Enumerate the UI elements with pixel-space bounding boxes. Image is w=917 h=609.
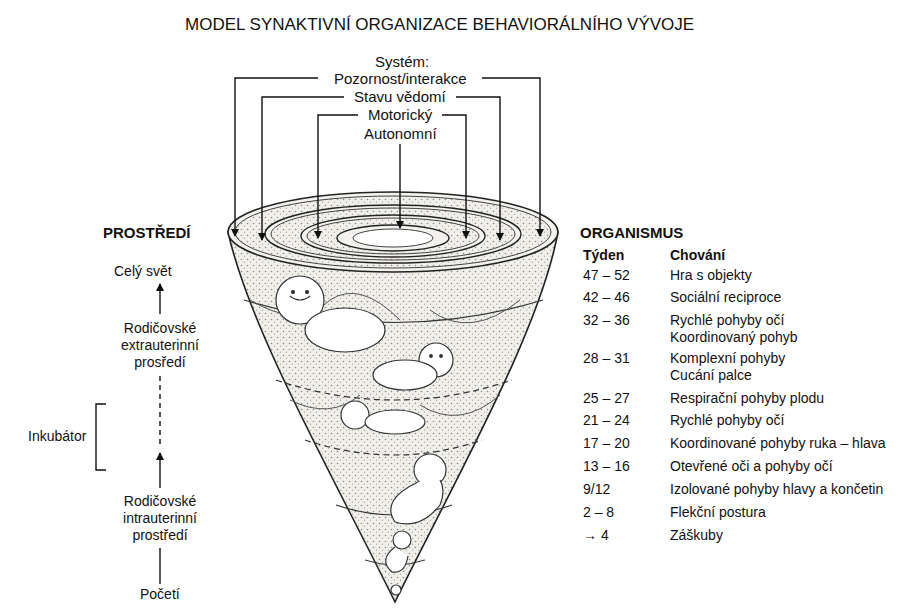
infant-figures (276, 276, 453, 595)
table-header: Týden (583, 247, 624, 264)
cone-body (228, 232, 558, 602)
system-rings (228, 192, 558, 272)
week-number: 21 – 24 (583, 412, 630, 429)
behavior-text: Koordinované pohyby ruka – hlava (670, 435, 886, 452)
environment-label: Inkubátor (28, 428, 86, 445)
week-number: 28 – 31 (583, 350, 630, 367)
behavior-text: Sociální reciproce (670, 289, 781, 306)
week-number: 47 – 52 (583, 267, 630, 284)
system-label: Motorický (368, 106, 432, 123)
column-heading: ORGANISMUS (580, 224, 683, 241)
behavior-text: Flekční postura (670, 504, 766, 521)
week-number: → 4 (583, 527, 609, 544)
table-header: Chování (670, 247, 725, 264)
environment-label: Celý svět (114, 263, 172, 280)
week-number: 17 – 20 (583, 435, 630, 452)
system-leader-lines (235, 78, 540, 240)
behavior-text: Záškuby (670, 527, 723, 544)
diagram-title: MODEL SYNAKTIVNÍ ORGANIZACE BEHAVIORÁLNÍ… (185, 16, 694, 33)
week-number: 42 – 46 (583, 289, 630, 306)
behavior-text: Komplexní pohyby Cucání palce (670, 350, 810, 384)
system-heading: Systém: (375, 53, 429, 70)
week-number: 32 – 36 (583, 312, 630, 329)
system-label: Autonomní (364, 125, 437, 142)
column-heading: PROSTŘEDÍ (103, 224, 191, 241)
week-number: 13 – 16 (583, 458, 630, 475)
environment-label: Rodičovské intrauterinní prostředí (110, 493, 210, 544)
behavior-text: Hra s objekty (670, 267, 752, 284)
week-number: 9/12 (583, 481, 610, 498)
system-label: Stavu vědomí (354, 88, 446, 105)
behavior-text: Rychlé pohyby očí (670, 412, 784, 429)
environment-label: Početí (140, 586, 180, 603)
behavior-text: Izolované pohyby hlavy a končetin (670, 481, 883, 498)
week-number: 25 – 27 (583, 390, 630, 407)
behavior-text: Rychlé pohyby očí Koordinovaný pohyb (670, 312, 810, 346)
week-number: 2 – 8 (583, 504, 614, 521)
behavior-text: Otevřené oči a pohyby očí (670, 458, 833, 475)
environment-label: Rodičovské extrauterinní prosředí (110, 320, 210, 371)
behavior-text: Respirační pohyby plodu (670, 390, 824, 407)
system-label: Pozornost/interakce (334, 70, 467, 87)
